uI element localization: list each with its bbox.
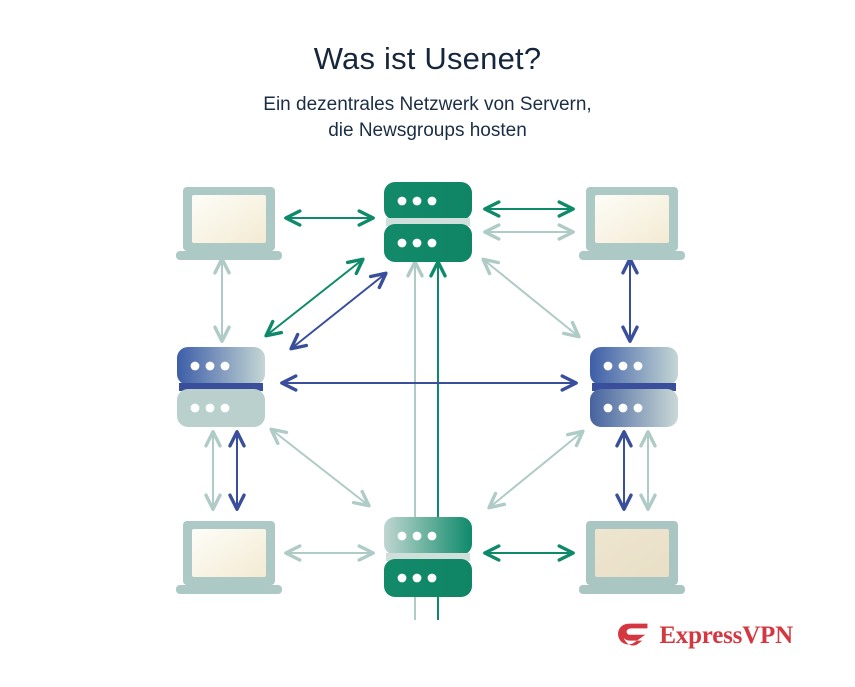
expressvpn-e-icon [618, 623, 648, 646]
node-server-bottom[interactable] [384, 517, 472, 597]
link-server-left-server-top-blue [289, 271, 388, 351]
node-laptop-bottom-left[interactable] [176, 521, 282, 594]
node-laptop-top-left[interactable] [176, 187, 282, 260]
link-server-bottom-server-right-pale [487, 429, 585, 510]
node-laptop-bottom-right[interactable] [579, 521, 685, 594]
expressvpn-wordmark: ExpressVPN [659, 622, 793, 649]
server-led-dots [397, 196, 437, 248]
server-led-dots [397, 531, 437, 583]
node-server-top[interactable] [384, 182, 472, 262]
page-title: Was ist Usenet? [313, 41, 542, 76]
page-subtitle-line2: die Newsgroups hosten [328, 119, 527, 141]
node-server-right[interactable] [590, 347, 678, 427]
server-led-dots [603, 361, 643, 413]
expressvpn-logo[interactable]: ExpressVPN [616, 621, 793, 651]
node-server-left[interactable] [177, 347, 265, 427]
page-subtitle-line1: Ein dezentrales Netzwerk von Servern, [263, 94, 592, 116]
server-led-dots [190, 361, 230, 413]
page-subtitle: Ein dezentrales Netzwerk von Servern, di… [0, 76, 855, 143]
network-diagram [0, 150, 855, 620]
node-laptop-top-right[interactable] [579, 187, 685, 260]
link-server-left-server-top-green [264, 257, 365, 338]
heading-block: Was ist Usenet? Ein dezentrales Netzwerk… [0, 0, 855, 143]
link-server-top-server-right-pale [481, 257, 581, 339]
link-server-left-server-bottom-pale [269, 427, 371, 508]
